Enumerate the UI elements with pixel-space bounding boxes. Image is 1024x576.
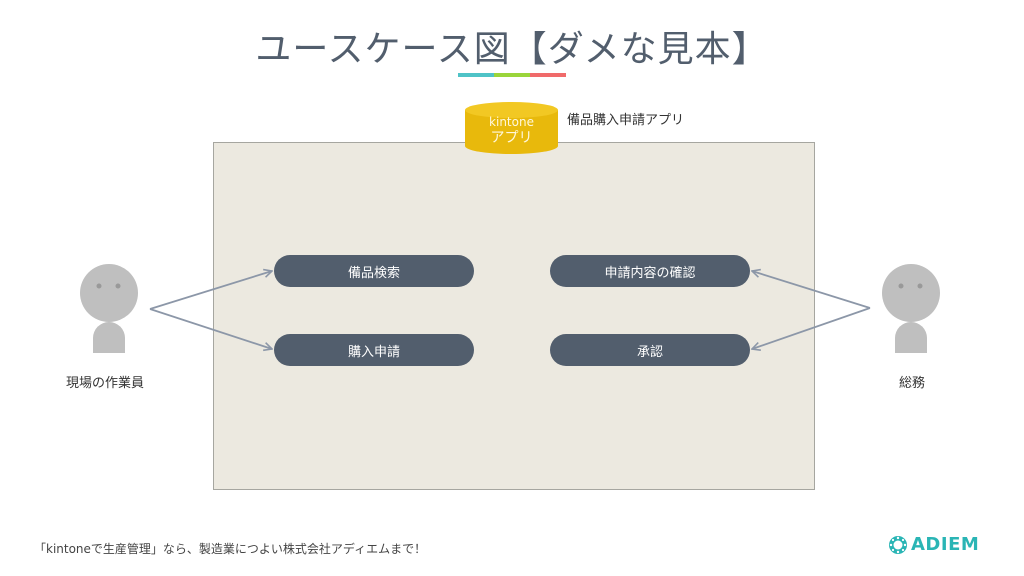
gear-logo-icon	[889, 535, 907, 554]
app-name-label: 備品購入申請アプリ	[567, 113, 685, 128]
use-case-label: 備品検索	[347, 265, 400, 281]
arrow-affairs-to-review	[752, 271, 871, 309]
actor-field-worker-label: 現場の作業員	[66, 376, 145, 391]
company-logo: ADIEM	[888, 534, 979, 555]
footer-tagline: 「kintoneで生産管理」なら、製造業につよい株式会社アディエムまで！	[34, 542, 427, 556]
page-title: ユースケース図【ダメな見本】	[255, 29, 769, 70]
logo-text: ADIEM	[911, 534, 980, 555]
use-case-equipment-search: 備品検索	[274, 255, 474, 287]
use-case-label: 申請内容の確認	[604, 265, 696, 281]
database-cylinder-icon	[465, 102, 558, 154]
use-case-label: 購入申請	[347, 344, 400, 360]
underline-segment-teal	[458, 73, 494, 77]
underline-segment-red	[530, 73, 566, 77]
actor-general-affairs-label: 総務	[899, 376, 926, 391]
use-case-label: 承認	[636, 344, 663, 360]
arrow-worker-to-purchase	[149, 308, 272, 349]
use-case-approval: 承認	[550, 334, 750, 366]
title-underline	[458, 73, 566, 77]
underline-segment-green	[494, 73, 530, 77]
system-boundary	[213, 142, 815, 490]
actor-field-worker-icon	[80, 264, 138, 353]
database-label: kintone アプリ	[465, 114, 558, 146]
use-case-purchase-request: 購入申請	[274, 334, 474, 366]
arrow-worker-to-search	[149, 271, 272, 310]
actor-general-affairs-icon	[882, 264, 940, 353]
database-line2: アプリ	[490, 130, 533, 146]
database-line1: kintone	[489, 115, 534, 129]
use-case-review-request: 申請内容の確認	[550, 255, 750, 287]
arrow-affairs-to-approval	[752, 307, 871, 349]
